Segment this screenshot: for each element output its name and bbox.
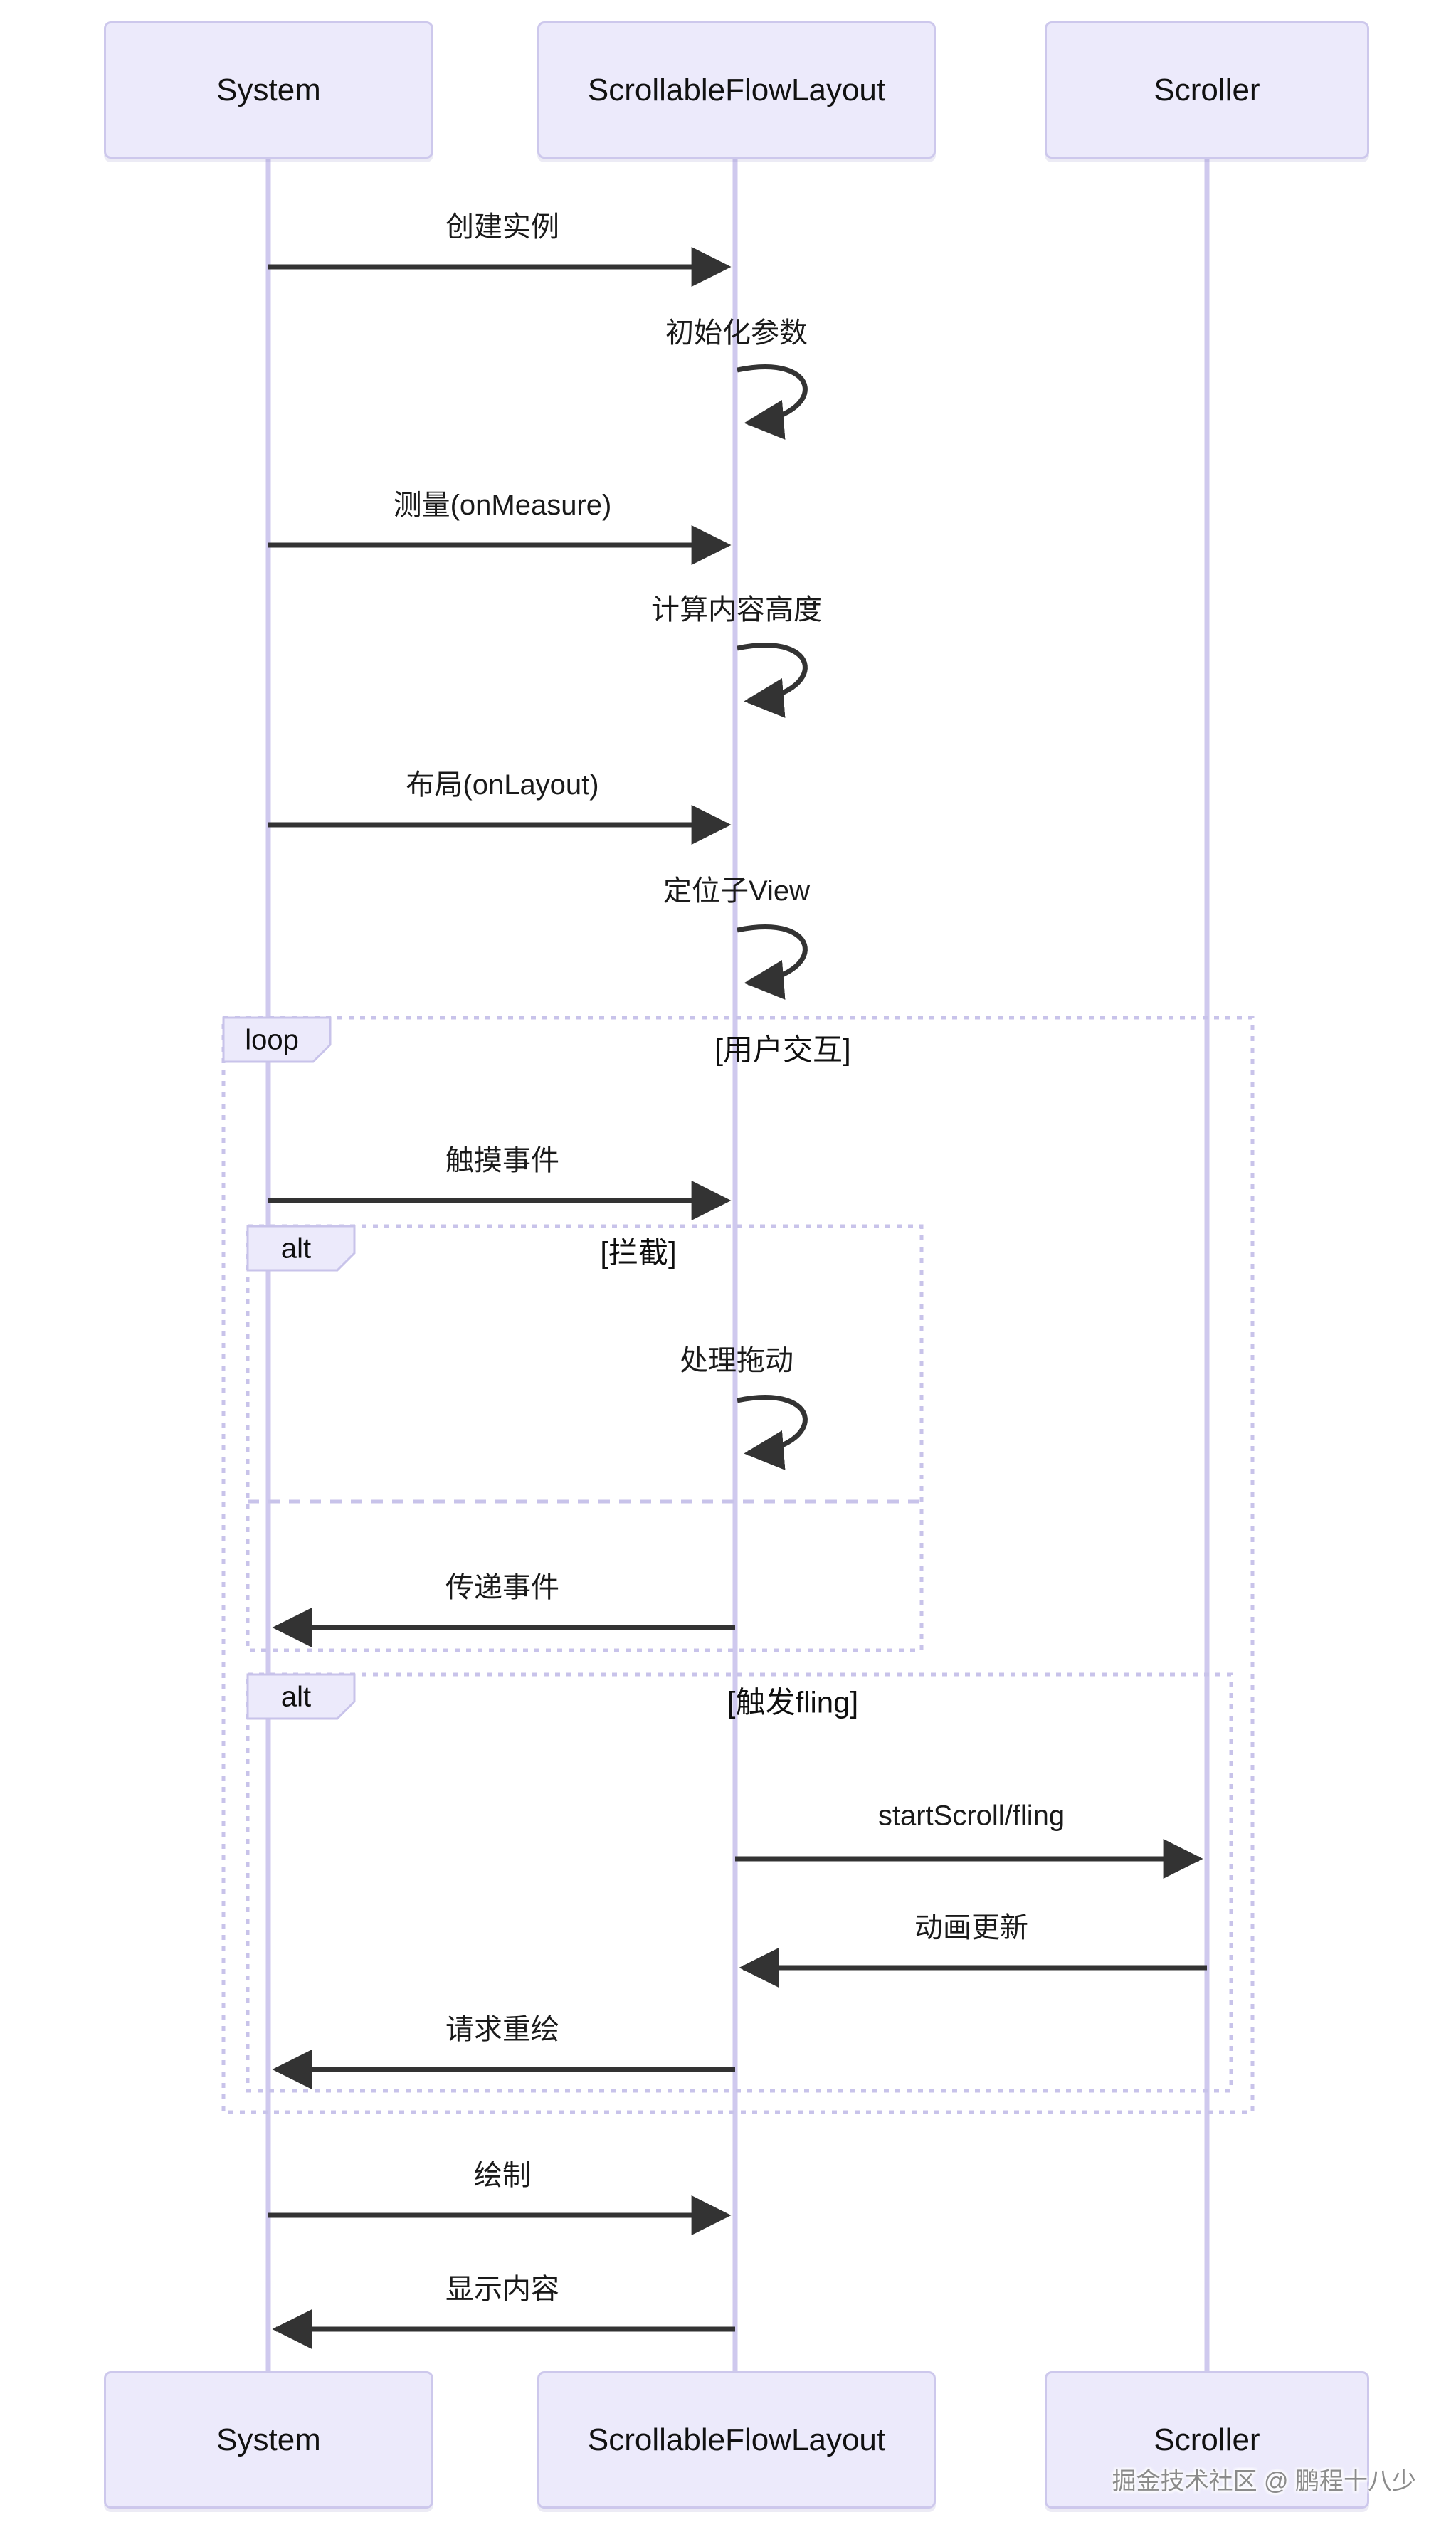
- loop-frame-tab: [222, 1016, 332, 1063]
- selfloop-handle-drag: [737, 1395, 808, 1470]
- loop-frame-border: [221, 1016, 1255, 2114]
- msg-draw: 绘制: [474, 2160, 531, 2191]
- actor-system-top: System: [104, 21, 433, 159]
- msg-startscroll-fling: startScroll/fling: [877, 1800, 1065, 1832]
- actor-system-bottom: System: [104, 2371, 433, 2509]
- msg-handle-drag: 处理拖动: [680, 1345, 793, 1376]
- msg-animation-update: 动画更新: [914, 1912, 1028, 1943]
- actor-scroller-top: Scroller: [1045, 21, 1369, 159]
- selfloop-init-params: [737, 364, 808, 440]
- actor-scroller-top-label: Scroller: [1154, 72, 1260, 107]
- msg-onmeasure: 测量(onMeasure): [393, 490, 612, 521]
- alt-intercept-frame-tab: [246, 1225, 356, 1272]
- actor-scroller-bottom: Scroller: [1045, 2371, 1369, 2509]
- actor-scrollableflowlayout-top-label: ScrollableFlowLayout: [587, 72, 886, 107]
- msg-show-content: 显示内容: [445, 2274, 559, 2305]
- selfloop-calc-height: [737, 643, 808, 718]
- alt-intercept-frame-title: [拦截]: [600, 1235, 677, 1270]
- selfloop-position-children: [737, 924, 808, 1000]
- alt-fling-frame-tab: [246, 1673, 356, 1720]
- actor-scrollableflowlayout-bottom-label: ScrollableFlowLayout: [587, 2422, 886, 2457]
- alt-intercept-frame-label: alt: [280, 1233, 312, 1265]
- loop-frame-title: [用户交互]: [714, 1033, 851, 1067]
- watermark: 掘金技术社区 @ 鹏程十八少: [1112, 2468, 1416, 2495]
- msg-touch-event: 触摸事件: [445, 1145, 559, 1176]
- msg-calc-height: 计算内容高度: [651, 594, 822, 626]
- loop-frame-label: loop: [245, 1024, 299, 1056]
- alt-fling-frame-label: alt: [280, 1681, 312, 1713]
- actor-scrollableflowlayout-bottom: ScrollableFlowLayout: [537, 2371, 936, 2509]
- actor-scrollableflowlayout-top: ScrollableFlowLayout: [537, 21, 936, 159]
- msg-init-params: 初始化参数: [665, 317, 808, 349]
- msg-onlayout: 布局(onLayout): [406, 769, 599, 801]
- actor-system-bottom-label: System: [216, 2422, 321, 2457]
- actor-system-top-label: System: [216, 72, 321, 107]
- msg-create-instance: 创建实例: [445, 211, 559, 243]
- msg-pass-event: 传递事件: [445, 1572, 559, 1603]
- msg-position-children: 定位子View: [663, 875, 810, 907]
- alt-intercept-frame-border: [246, 1224, 924, 1652]
- alt-fling-frame-border: [246, 1672, 1233, 2093]
- actor-scroller-bottom-label: Scroller: [1154, 2422, 1260, 2457]
- msg-request-redraw: 请求重绘: [445, 2014, 559, 2045]
- alt-fling-frame-title: [触发fling]: [727, 1685, 859, 1719]
